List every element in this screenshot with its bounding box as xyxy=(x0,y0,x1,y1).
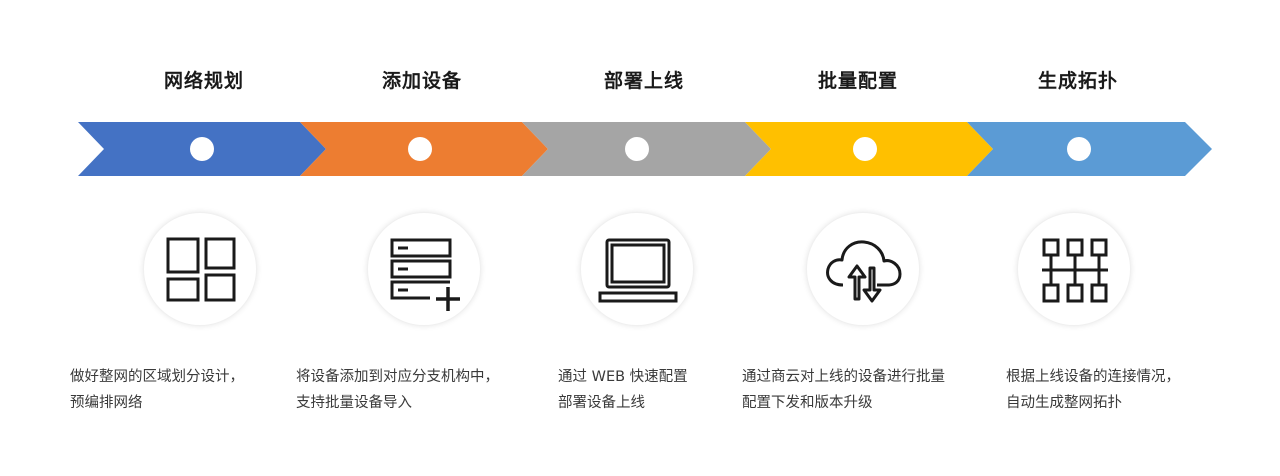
step-dot-4 xyxy=(853,137,877,161)
desc-line: 根据上线设备的连接情况， xyxy=(1006,369,1180,385)
step-title-generate-topology: 生成拓扑 xyxy=(1037,70,1118,92)
desc-line: 自动生成整网拓扑 xyxy=(1006,395,1122,411)
step-description-network-planning: 做好整网的区域划分设计， 预编排网络 xyxy=(70,364,244,416)
desc-line: 将设备添加到对应分支机构中， xyxy=(296,369,499,385)
icon-circle-network-planning xyxy=(143,212,257,326)
desc-line: 部署设备上线 xyxy=(558,395,645,411)
topology-icon xyxy=(1042,238,1108,303)
step-dot-3 xyxy=(625,137,649,161)
step-description-add-device: 将设备添加到对应分支机构中， 支持批量设备导入 xyxy=(296,364,499,416)
desc-line: 做好整网的区域划分设计， xyxy=(70,369,244,385)
step-title-add-device: 添加设备 xyxy=(381,70,462,92)
desc-line: 支持批量设备导入 xyxy=(296,395,412,411)
icon-circle-deploy-online xyxy=(580,212,694,326)
server-add-icon xyxy=(390,238,460,311)
step-description-generate-topology: 根据上线设备的连接情况， 自动生成整网拓扑 xyxy=(1006,364,1180,416)
icon-circle-batch-config xyxy=(806,212,920,326)
desc-line: 预编排网络 xyxy=(70,395,143,411)
desc-line: 通过 WEB 快速配置 xyxy=(558,369,688,385)
step-title-network-planning: 网络规划 xyxy=(163,70,244,92)
step-description-deploy-online: 通过 WEB 快速配置 部署设备上线 xyxy=(558,364,688,416)
desc-line: 通过商云对上线的设备进行批量 xyxy=(742,369,945,385)
step-dot-2 xyxy=(408,137,432,161)
cloud-sync-icon xyxy=(826,240,902,303)
laptop-icon xyxy=(598,238,678,303)
step-title-batch-config: 批量配置 xyxy=(817,70,898,92)
desc-line: 配置下发和版本升级 xyxy=(742,395,873,411)
step-dot-5 xyxy=(1067,137,1091,161)
step-description-batch-config: 通过商云对上线的设备进行批量 配置下发和版本升级 xyxy=(742,364,945,416)
step-title-deploy-online: 部署上线 xyxy=(603,70,684,92)
process-arrow-band xyxy=(78,122,1212,176)
grid-layout-icon xyxy=(166,237,236,302)
icon-circle-add-device xyxy=(367,212,481,326)
icon-circle-generate-topology xyxy=(1017,212,1131,326)
step-dot-1 xyxy=(190,137,214,161)
